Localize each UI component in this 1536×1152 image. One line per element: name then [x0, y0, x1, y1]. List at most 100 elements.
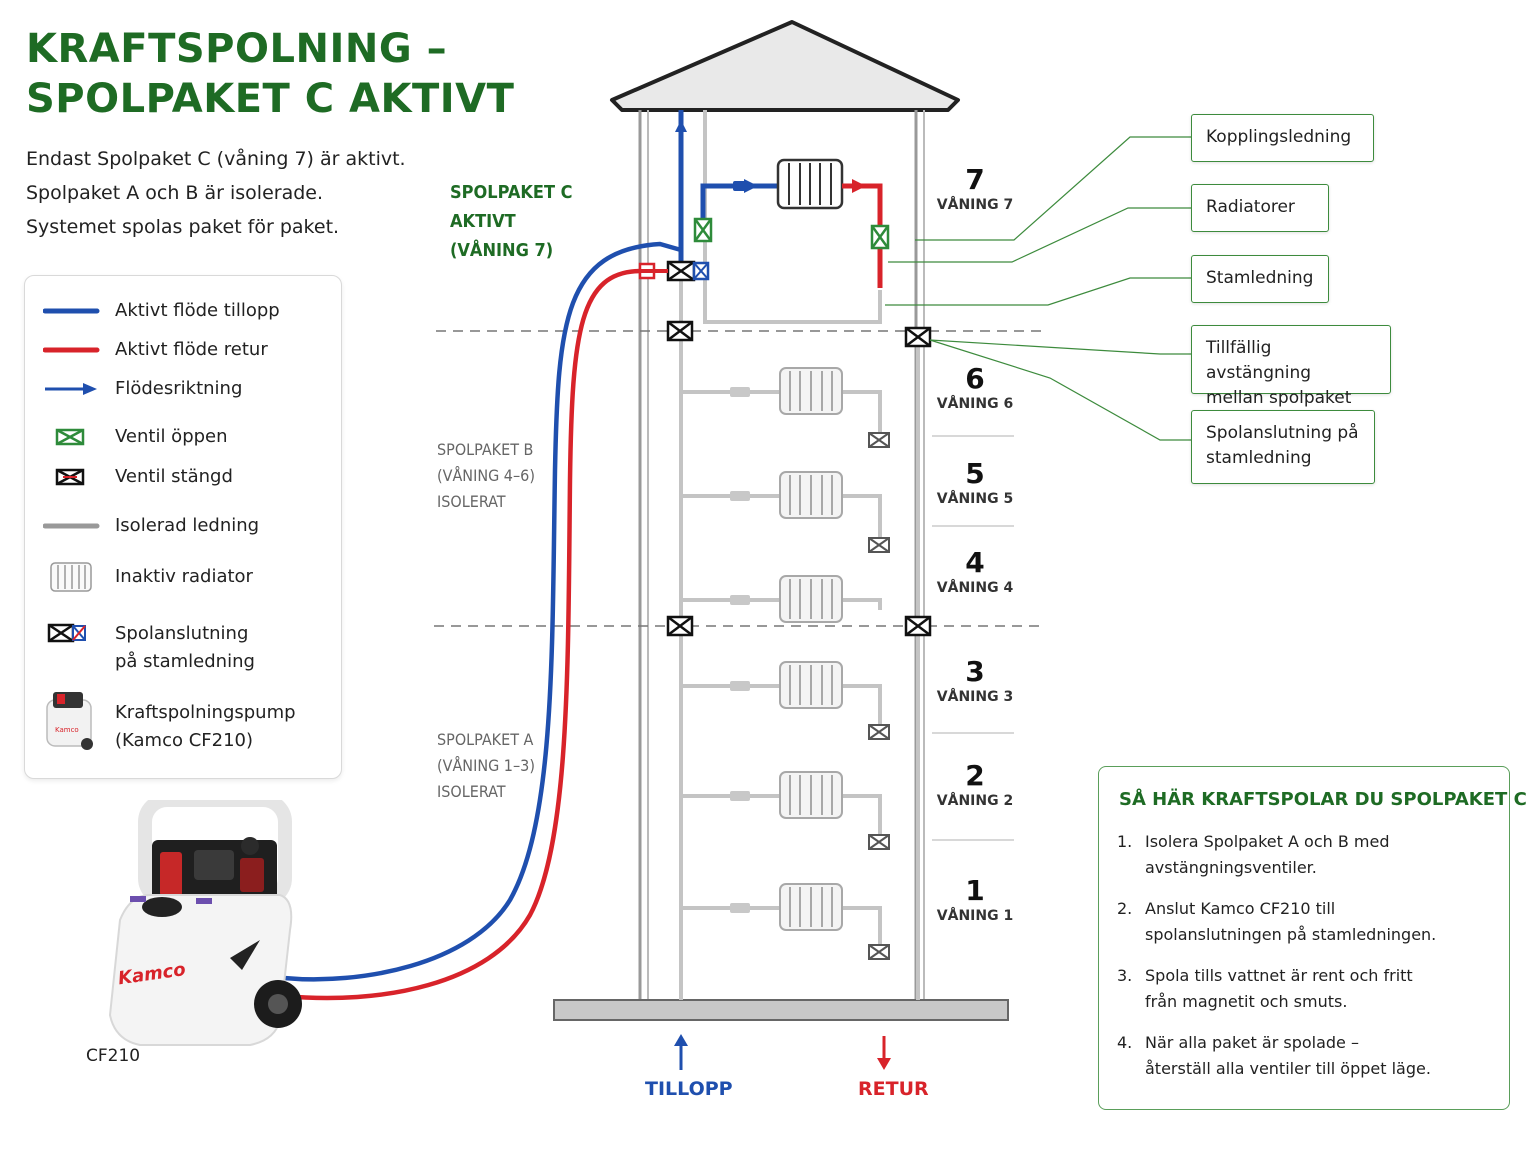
floor-label-5: 5 VÅNING 5 — [925, 459, 1025, 509]
valve-closed-icon — [868, 944, 890, 960]
radiator-icon — [779, 883, 843, 931]
howto-step: 1. Isolera Spolpaket A och B med avstäng… — [1117, 829, 1497, 881]
radiator-icon — [779, 771, 843, 819]
valve-closed-icon — [868, 724, 890, 740]
legend-label: Ventil öppen — [115, 426, 228, 447]
package-a-line: SPOLPAKET A — [437, 730, 534, 749]
step-number: 3. — [1117, 966, 1133, 985]
flow-arrow-icon — [744, 179, 758, 193]
valve-closed-icon — [868, 432, 890, 448]
callout-radiatorer: Radiatorer — [1191, 184, 1329, 232]
flow-arrow-icon — [675, 120, 687, 132]
supply-line-icon — [43, 308, 100, 314]
floor-name: VÅNING 6 — [936, 396, 1014, 412]
howto-title: SÅ HÄR KRAFTSPOLAR DU SPOLPAKET C — [1119, 789, 1527, 810]
callout-text: Kopplingsledning — [1206, 127, 1352, 147]
floor-name: VÅNING 4 — [936, 580, 1014, 596]
valve-closed-icon — [666, 615, 694, 637]
step-text: från magnetit och smuts. — [1145, 992, 1348, 1011]
radiator-icon — [50, 562, 92, 592]
step-text: När alla paket är spolade – — [1145, 1033, 1359, 1052]
intro-line: Endast Spolpaket C (våning 7) är aktivt. — [26, 148, 406, 170]
package-b-line: (VÅNING 4–6) — [437, 466, 535, 485]
radiator-icon — [779, 471, 843, 519]
branch-fittings — [730, 387, 750, 913]
roof — [610, 20, 960, 112]
step-number: 4. — [1117, 1033, 1133, 1052]
callout-spolanslutning: Spolanslutning på stamledning — [1191, 410, 1375, 484]
intro-text: Endast Spolpaket C (våning 7) är aktivt.… — [26, 142, 406, 244]
package-a-label: SPOLPAKET A (VÅNING 1–3) ISOLERAT — [437, 727, 535, 805]
floor-name: VÅNING 7 — [936, 197, 1014, 213]
package-b-label: SPOLPAKET B (VÅNING 4–6) ISOLERAT — [437, 437, 535, 515]
floor-label-4: 4 VÅNING 4 — [925, 548, 1025, 598]
supply-label: TILLOPP — [645, 1078, 733, 1100]
return-label: RETUR — [858, 1078, 929, 1100]
callout-text: stamledning — [1206, 448, 1312, 468]
package-c-line: SPOLPAKET C — [450, 182, 573, 203]
isolated-line-icon — [43, 523, 100, 529]
floor-label-3: 3 VÅNING 3 — [925, 657, 1025, 707]
legend-label: Flödesriktning — [115, 378, 243, 399]
floor-label-1: 1 VÅNING 1 — [925, 876, 1025, 926]
floor-label-7: 7 VÅNING 7 — [925, 165, 1025, 215]
callout-kopplingsledning: Kopplingsledning — [1191, 114, 1374, 162]
supply-arrow-icon — [674, 1034, 688, 1070]
legend-label: Aktivt flöde tillopp — [115, 300, 280, 321]
callout-tillfallig-avstangning: Tillfällig avstängning mellan spolpaket — [1191, 325, 1391, 408]
pump-icon: Kamco — [46, 692, 93, 750]
floor-name: VÅNING 3 — [936, 689, 1014, 705]
supply-fitting — [733, 181, 747, 191]
callout-text: Spolanslutning på — [1206, 423, 1359, 443]
valve-closed-icon — [904, 615, 932, 637]
howto-panel: SÅ HÄR KRAFTSPOLAR DU SPOLPAKET C 1. Iso… — [1098, 766, 1527, 1110]
valve-closed-icon — [904, 326, 932, 348]
step-number: 2. — [1117, 899, 1133, 918]
svg-text:Kamco: Kamco — [55, 726, 79, 734]
package-a-line: ISOLERAT — [437, 782, 506, 801]
legend: Aktivt flöde tillopp Aktivt flöde retur … — [24, 275, 342, 779]
pump-icon: Kamco — [108, 800, 302, 1046]
valve-closed-icon — [55, 468, 85, 486]
flush-connection-icon — [47, 623, 86, 643]
floor-dividers — [932, 435, 1014, 841]
floor-name: VÅNING 1 — [936, 908, 1014, 924]
step-text: återställ alla ventiler till öppet läge. — [1145, 1059, 1431, 1078]
package-b-line: ISOLERAT — [437, 492, 506, 511]
package-c-line: AKTIVT — [450, 211, 516, 232]
floor-name: VÅNING 5 — [936, 491, 1014, 507]
package-b-line: SPOLPAKET B — [437, 440, 534, 459]
callout-text: mellan spolpaket — [1206, 388, 1352, 408]
radiator-icon — [779, 661, 843, 709]
callout-stamledning: Stamledning — [1191, 255, 1329, 303]
step-text: Spola tills vattnet är rent och fritt — [1145, 966, 1413, 985]
callout-leaders — [885, 136, 1192, 441]
valve-closed-icon — [868, 834, 890, 850]
floor-name: VÅNING 2 — [936, 793, 1014, 809]
flow-arrow-icon — [45, 383, 97, 395]
floor-number: 3 — [965, 655, 985, 688]
howto-step: 2. Anslut Kamco CF210 till spolanslutnin… — [1117, 896, 1497, 948]
return-arrow-icon — [877, 1036, 891, 1070]
title-line-2: SPOLPAKET C AKTIVT — [26, 76, 515, 122]
page-title: KRAFTSPOLNING – SPOLPAKET C AKTIVT — [26, 24, 514, 124]
floor-label-2: 2 VÅNING 2 — [925, 761, 1025, 811]
floor-number: 6 — [965, 362, 985, 395]
floor-number: 2 — [965, 759, 985, 792]
howto-step: 3. Spola tills vattnet är rent och fritt… — [1117, 963, 1497, 1015]
legend-label: Isolerad ledning — [115, 515, 260, 536]
valve-open-icon — [870, 224, 890, 250]
step-text: Anslut Kamco CF210 till — [1145, 899, 1336, 918]
legend-label: Aktivt flöde retur — [115, 339, 268, 360]
package-c-line: (VÅNING 7) — [450, 240, 554, 261]
callout-text: Tillfällig avstängning — [1206, 338, 1312, 383]
legend-label: Kraftspolningspump — [115, 702, 296, 723]
radiator-icon — [779, 575, 843, 623]
legend-label: Inaktiv radiator — [115, 566, 253, 587]
legend-label: Ventil stängd — [115, 466, 233, 487]
howto-steps: 1. Isolera Spolpaket A och B med avstäng… — [1117, 829, 1497, 1097]
legend-label: Spolanslutning — [115, 623, 249, 644]
step-text: Isolera Spolpaket A och B med — [1145, 832, 1390, 851]
flush-connection-icon — [638, 260, 710, 282]
